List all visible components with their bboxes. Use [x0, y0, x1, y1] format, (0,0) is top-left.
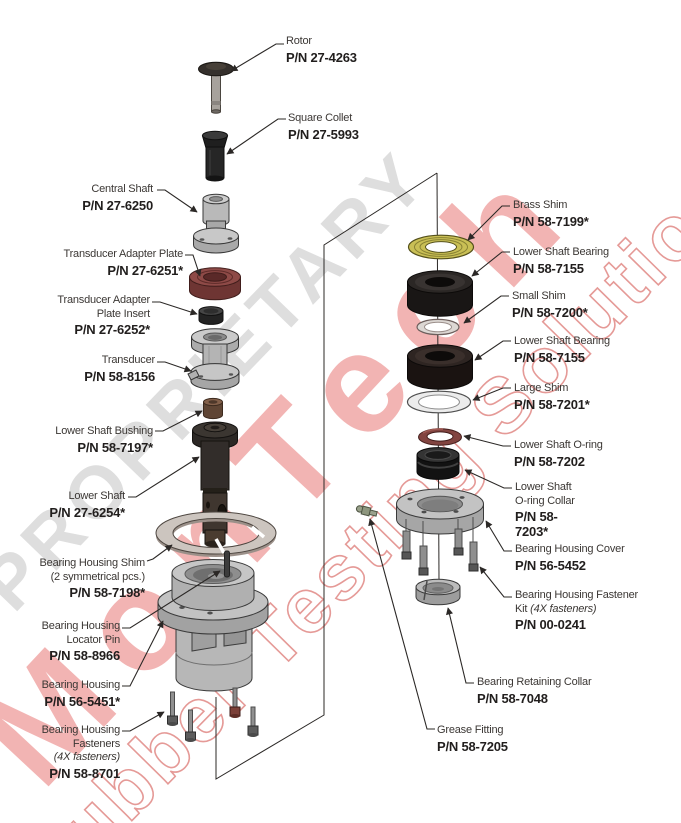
- transducer-adapter-plate-illustration: [189, 267, 241, 301]
- large-shim-illustration: [406, 390, 472, 414]
- lower-shaft-bearing-1-illustration: [407, 270, 473, 317]
- fold-reference-line: [215, 172, 438, 780]
- brass-shim-illustration: [407, 234, 475, 260]
- transducer-illustration: [187, 328, 240, 390]
- leader-transducer: [157, 361, 192, 373]
- leader-cover: [485, 520, 512, 552]
- bearing-housing-cover-illustration: [396, 488, 484, 535]
- label-bearing-housing-shim: Bearing Housing Shim (2 symmetrical pcs.…: [39, 557, 146, 600]
- leader-plate-insert: [152, 301, 198, 316]
- bearing-housing-fastener-kit-illustration: [401, 517, 479, 576]
- label-lower-shaft-bearing-2: Lower Shaft Bearing P/N 58-7155: [514, 335, 610, 365]
- label-rotor: Rotor P/N 27-4263: [286, 35, 357, 65]
- leader-housing-fasteners: [122, 711, 165, 732]
- label-lower-shaft: Lower Shaft P/N 27-6254*: [49, 490, 125, 520]
- lower-shaft-illustration: [192, 421, 238, 548]
- leader-rotor: [230, 43, 284, 72]
- leader-adapter-plate: [185, 254, 202, 277]
- central-shaft-illustration: [193, 193, 239, 254]
- leader-small-shim: [463, 295, 509, 324]
- label-lower-shaft-o-ring-collar: Lower Shaft O-ring Collar P/N 58-7203*: [515, 481, 575, 539]
- square-collet-illustration: [201, 130, 229, 182]
- label-large-shim: Large Shim P/N 58-7201*: [514, 382, 590, 412]
- leader-retaining-collar: [446, 607, 474, 684]
- leader-lines: [122, 43, 512, 732]
- leader-central-shaft: [157, 189, 198, 213]
- bearing-retaining-collar-illustration: [415, 578, 461, 606]
- leader-locator-pin: [122, 570, 221, 629]
- leader-brass-shim: [467, 205, 510, 241]
- grease-fitting-illustration: [355, 505, 378, 517]
- leader-fastener-kit: [479, 566, 512, 598]
- leader-o-ring-collar: [464, 469, 512, 489]
- label-central-shaft: Central Shaft P/N 27-6250: [82, 183, 153, 213]
- rotor-illustration: [198, 61, 234, 114]
- lower-shaft-o-ring-illustration: [418, 428, 462, 446]
- label-lower-shaft-bearing-1: Lower Shaft Bearing P/N 58-7155: [513, 246, 609, 276]
- label-lower-shaft-o-ring: Lower Shaft O-ring P/N 58-7202: [514, 439, 603, 469]
- locator-pin-illustration: [224, 550, 230, 578]
- lower-shaft-bushing-illustration: [203, 397, 223, 420]
- transducer-adapter-plate-insert-illustration: [198, 306, 224, 325]
- lower-shaft-o-ring-collar-illustration: [416, 447, 460, 480]
- bearing-housing-fasteners-illustration: [167, 687, 259, 742]
- label-transducer-adapter-plate-insert: Transducer Adapter Plate Insert P/N 27-6…: [57, 294, 150, 337]
- label-bearing-retaining-collar: Bearing Retaining Collar P/N 58-7048: [477, 676, 592, 706]
- label-small-shim: Small Shim P/N 58-7200*: [512, 290, 588, 320]
- leader-housing-shim: [146, 544, 173, 562]
- label-transducer: Transducer P/N 58-8156: [84, 354, 155, 384]
- label-bearing-housing-locator-pin: Bearing Housing Locator Pin P/N 58-8966: [41, 620, 121, 663]
- label-lower-shaft-bushing: Lower Shaft Bushing P/N 58-7197*: [55, 425, 153, 455]
- leader-square-collet: [226, 118, 286, 155]
- label-bearing-housing-fastener-kit: Bearing Housing Fastener Kit (4X fastene…: [515, 589, 638, 632]
- bearing-housing-illustration: [157, 550, 269, 692]
- lower-shaft-bearing-2-illustration: [407, 344, 473, 390]
- label-bearing-housing-cover: Bearing Housing Cover P/N 56-5452: [515, 543, 625, 573]
- leader-grease-fitting: [368, 518, 435, 730]
- leader-large-shim: [472, 387, 511, 401]
- label-bearing-housing: Bearing Housing P/N 56-5451*: [41, 679, 121, 709]
- label-square-collet: Square Collet P/N 27-5993: [288, 112, 359, 142]
- leader-o-ring: [463, 434, 511, 447]
- label-grease-fitting: Grease Fitting P/N 58-7205: [437, 724, 508, 754]
- leader-bushing: [155, 410, 203, 432]
- bearing-housing-shim-illustration: [155, 511, 277, 557]
- label-brass-shim: Brass Shim P/N 58-7199*: [513, 199, 589, 229]
- leader-bearing-1: [471, 251, 510, 277]
- small-shim-illustration: [416, 318, 460, 336]
- label-transducer-adapter-plate: Transducer Adapter Plate P/N 27-6251*: [63, 248, 183, 278]
- leader-bearing-housing: [122, 620, 164, 687]
- label-bearing-housing-fasteners: Bearing Housing Fasteners (4X fasteners)…: [41, 724, 121, 781]
- leader-bearing-2: [474, 340, 511, 361]
- leader-lower-shaft: [128, 456, 200, 498]
